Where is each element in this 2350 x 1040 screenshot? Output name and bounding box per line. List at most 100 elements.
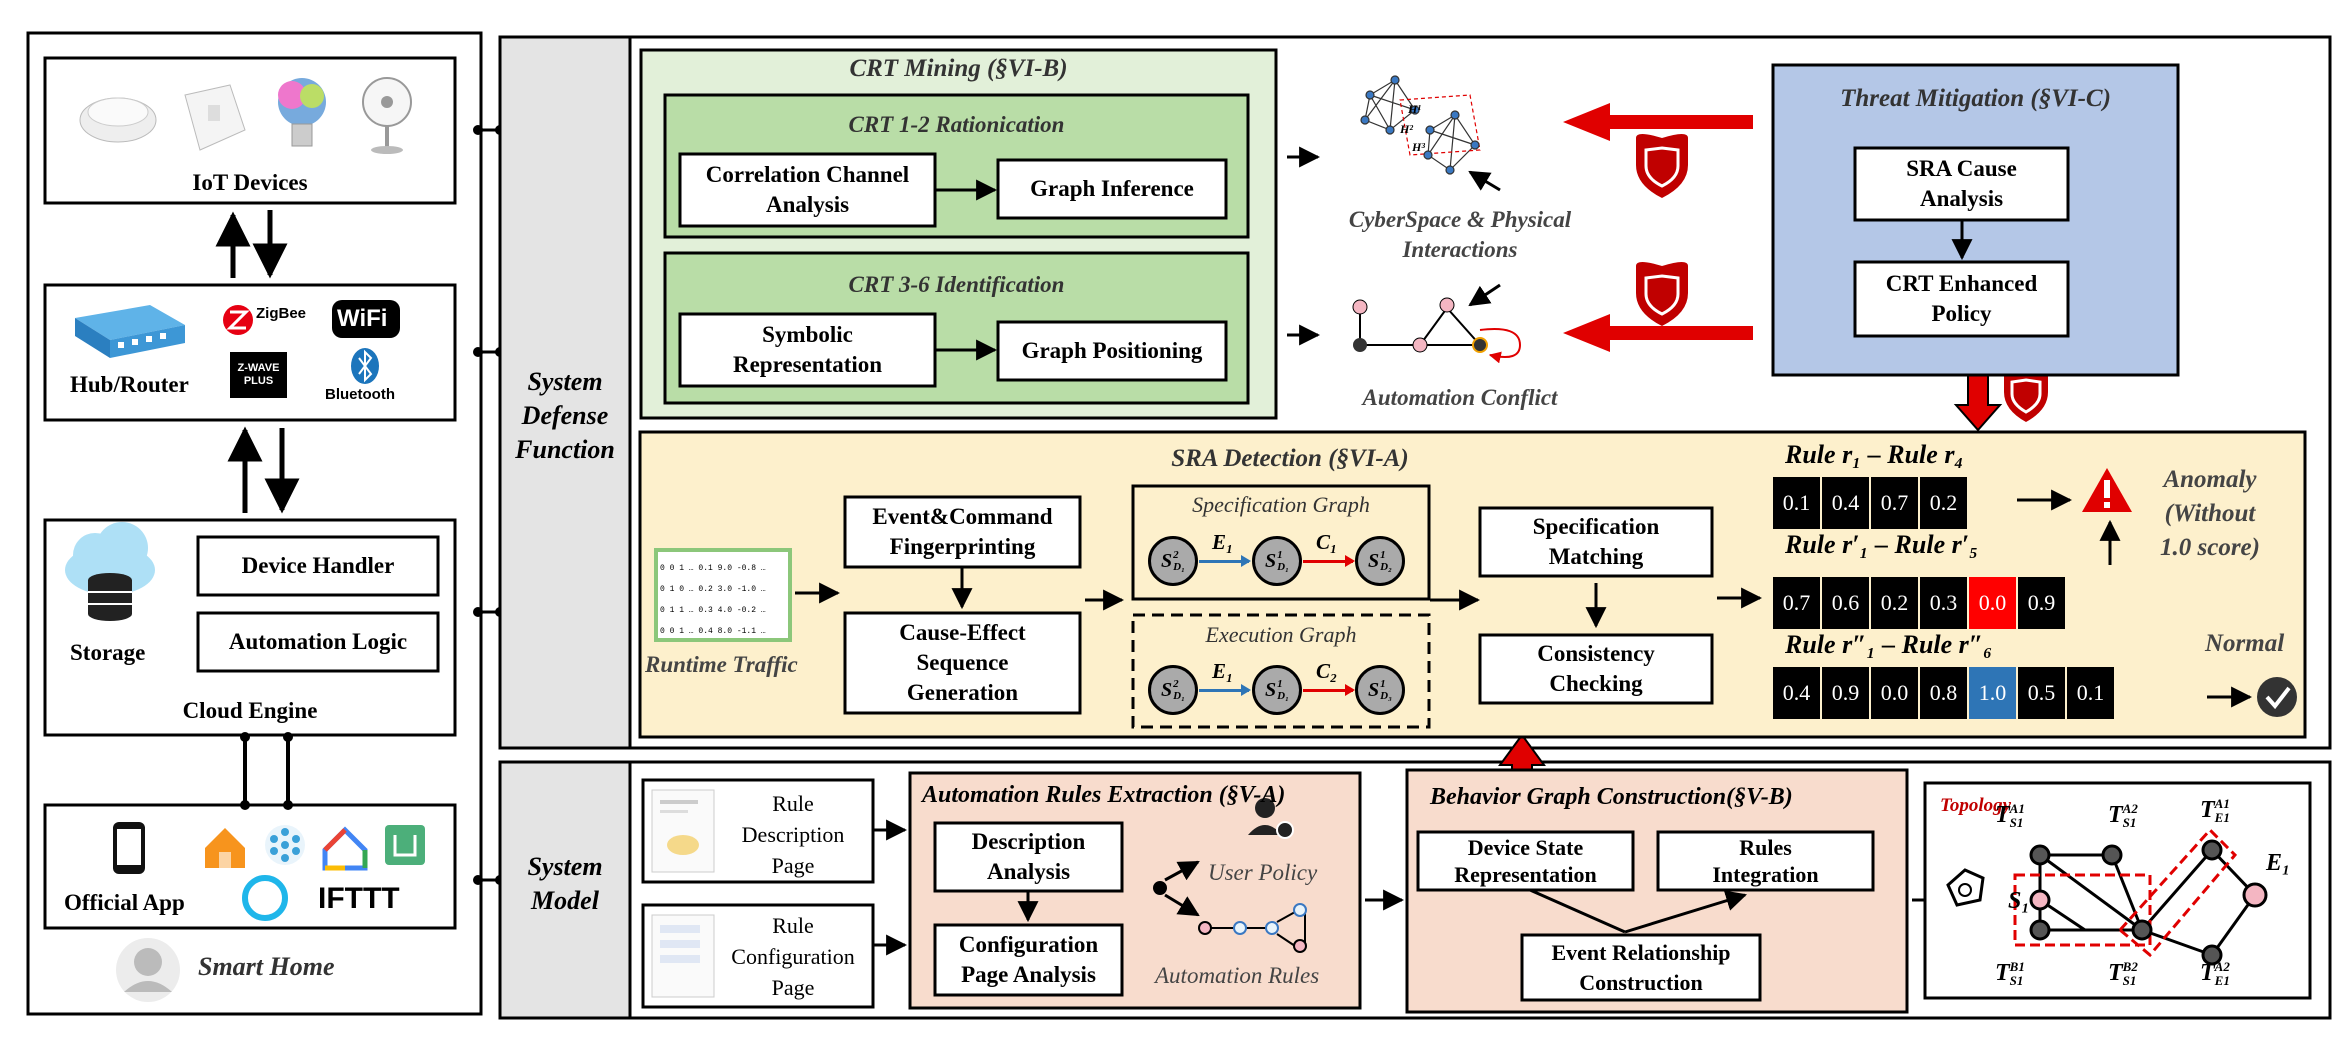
cloud-storage-icon xyxy=(65,522,155,621)
device-handler-rect xyxy=(196,535,440,597)
spec-edge-0-label: E₁ xyxy=(1212,530,1234,554)
homekit-snowflake-icon xyxy=(265,825,305,865)
page-thumbnail-icon xyxy=(651,789,715,998)
topology-title: Topology xyxy=(1940,795,2012,816)
rule2-cell: 0.2 xyxy=(1871,577,1918,629)
smart-plug-icon xyxy=(79,97,157,143)
phone-icon xyxy=(113,822,145,874)
automation-rules-label: Automation Rules xyxy=(1155,963,1320,988)
exec-edge-1-label: C₂ xyxy=(1316,659,1338,683)
rule3-label: Rule r″₁ – Rule r″₆ xyxy=(1785,630,1993,659)
rule3-cell: 0.4 xyxy=(1773,667,1820,719)
rule1-cell: 0.4 xyxy=(1822,477,1869,529)
traffic-table: 0 0 1 … 0.1 9.0 -0.8 …0 1 0 … 0.2 3.0 -1… xyxy=(660,564,766,636)
wifi-label: WiFi xyxy=(337,305,388,332)
router-icon xyxy=(75,305,185,358)
zigbee-icon xyxy=(223,305,253,335)
cloud-engine-label: Cloud Engine xyxy=(182,698,318,723)
mi-home-icon xyxy=(385,825,425,865)
sra-detection-title: SRA Detection (§VI-A) xyxy=(1171,445,1409,472)
exec-edge-0-label: E₁ xyxy=(1212,659,1234,683)
identification-title: CRT 3-6 Identification xyxy=(848,272,1065,297)
ifttt-label: IFTTT xyxy=(318,882,400,915)
rule2-cell: 0.0 xyxy=(1969,577,2016,629)
normal-label: Normal xyxy=(2205,630,2285,657)
official-app-label: Official App xyxy=(64,890,185,915)
switch-icon xyxy=(184,84,246,151)
fan-icon xyxy=(362,77,412,154)
rule2-cell: 0.3 xyxy=(1920,577,1967,629)
exec-edge-0 xyxy=(1199,684,1251,696)
zigbee-label: ZigBee xyxy=(256,305,307,322)
iot-devices-label: IoT Devices xyxy=(192,170,308,195)
bulb-icon xyxy=(278,78,326,147)
rule3-cell: 0.9 xyxy=(1822,667,1869,719)
storage-label: Storage xyxy=(70,640,146,665)
hub-router-label: Hub/Router xyxy=(70,372,189,397)
hyper-label-3: H³ xyxy=(1412,140,1425,154)
hypergraph-icon xyxy=(1360,75,1481,175)
column-connectors xyxy=(473,125,505,885)
exec-graph-title: Execution Graph xyxy=(1205,622,1357,647)
rule1-cell: 0.1 xyxy=(1773,477,1820,529)
topology-node-label: E₁ xyxy=(2266,850,2291,876)
zwave-label: Z-WAVE PLUS xyxy=(237,362,280,387)
model-label-band xyxy=(498,760,632,1020)
user-policy-label: User Policy xyxy=(1208,860,1318,885)
alexa-icon xyxy=(242,875,288,921)
traffic-table-icon xyxy=(654,548,792,642)
automation-rules-graph-icon xyxy=(1153,860,1307,953)
spec-edge-1 xyxy=(1303,555,1355,567)
rule1-cell: 0.7 xyxy=(1871,477,1918,529)
conflict-caption: Automation Conflict xyxy=(1362,385,1558,410)
rationication-title: CRT 1-2 Rationication xyxy=(848,112,1065,137)
smart-home-label: Smart Home xyxy=(198,952,335,981)
behavior-title: Behavior Graph Construction(§V-B) xyxy=(1430,784,1793,810)
google-home-icon xyxy=(322,826,368,871)
rule3-cell: 0.1 xyxy=(2067,667,2114,719)
hyper-label-1: H¹ xyxy=(1408,102,1421,116)
hyper-label-2: H² xyxy=(1400,122,1413,136)
threat-mitigation-title: Threat Mitigation (§VI-C) xyxy=(1840,85,2111,112)
automation-conflict-icon xyxy=(1352,297,1522,364)
exec-edge-1 xyxy=(1303,684,1355,696)
topology-node-label: S₁ xyxy=(2008,888,2030,914)
bluetooth-icon xyxy=(351,348,379,384)
automation-logic-rect xyxy=(196,611,440,673)
rule3-cell: 0.0 xyxy=(1871,667,1918,719)
rule1-label: Rule r₁ – Rule r₄ xyxy=(1785,440,1964,469)
check-icon xyxy=(2257,677,2297,717)
rule3-cell: 0.5 xyxy=(2018,667,2065,719)
graph-inference-box: Graph Inference xyxy=(1030,176,1194,201)
bluetooth-label: Bluetooth xyxy=(325,386,395,403)
spec-edge-1-label: C₁ xyxy=(1316,530,1338,554)
runtime-traffic-label: Runtime Traffic xyxy=(645,652,798,677)
rule2-cell: 0.6 xyxy=(1822,577,1869,629)
